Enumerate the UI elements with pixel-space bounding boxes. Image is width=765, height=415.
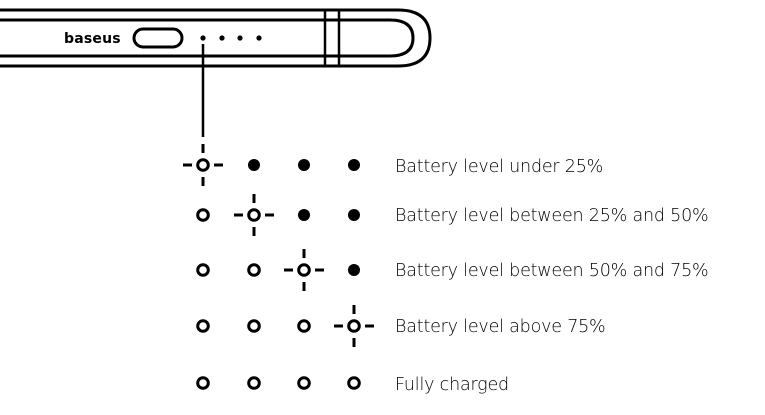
device-led-2 — [219, 35, 225, 41]
off-led-icon — [196, 319, 210, 333]
solid-led-icon — [298, 209, 310, 221]
off-led-icon — [297, 376, 311, 390]
blinking-led-icon — [334, 305, 374, 347]
device-led-1 — [200, 35, 206, 41]
usb-c-port-icon — [132, 27, 184, 49]
blinking-led-icon — [183, 144, 223, 186]
blinking-led-icon — [284, 249, 324, 291]
led-legend-grid — [183, 144, 374, 390]
solid-led-icon — [248, 159, 260, 171]
device-outer-outline — [0, 8, 432, 68]
device-led-4 — [256, 35, 262, 41]
led-row-2 — [196, 194, 360, 236]
device-led-3 — [237, 35, 243, 41]
brand-logo: baseus — [64, 31, 121, 47]
solid-led-icon — [348, 264, 360, 276]
led-row-4 — [196, 305, 374, 347]
solid-led-icon — [298, 159, 310, 171]
led-row-3 — [196, 249, 360, 291]
led-row-5 — [196, 376, 361, 390]
row-label-above-75: Battery level above 75% — [395, 317, 605, 337]
off-led-icon — [247, 263, 261, 277]
solid-led-icon — [348, 159, 360, 171]
device-inner-outline — [0, 18, 415, 58]
led-row-1 — [183, 144, 360, 186]
blinking-led-icon — [234, 194, 274, 236]
row-label-50-75: Battery level between 50% and 75% — [395, 261, 708, 281]
off-led-icon — [196, 263, 210, 277]
off-led-icon — [347, 376, 361, 390]
power-bank-device — [0, 8, 432, 68]
device-led-row — [200, 35, 262, 41]
row-label-under-25: Battery level under 25% — [395, 157, 603, 177]
off-led-icon — [247, 319, 261, 333]
solid-led-icon — [348, 209, 360, 221]
off-led-icon — [196, 208, 210, 222]
off-led-icon — [247, 376, 261, 390]
off-led-icon — [297, 319, 311, 333]
row-label-fully-charged: Fully charged — [395, 375, 509, 395]
off-led-icon — [196, 376, 210, 390]
row-label-25-50: Battery level between 25% and 50% — [395, 206, 708, 226]
